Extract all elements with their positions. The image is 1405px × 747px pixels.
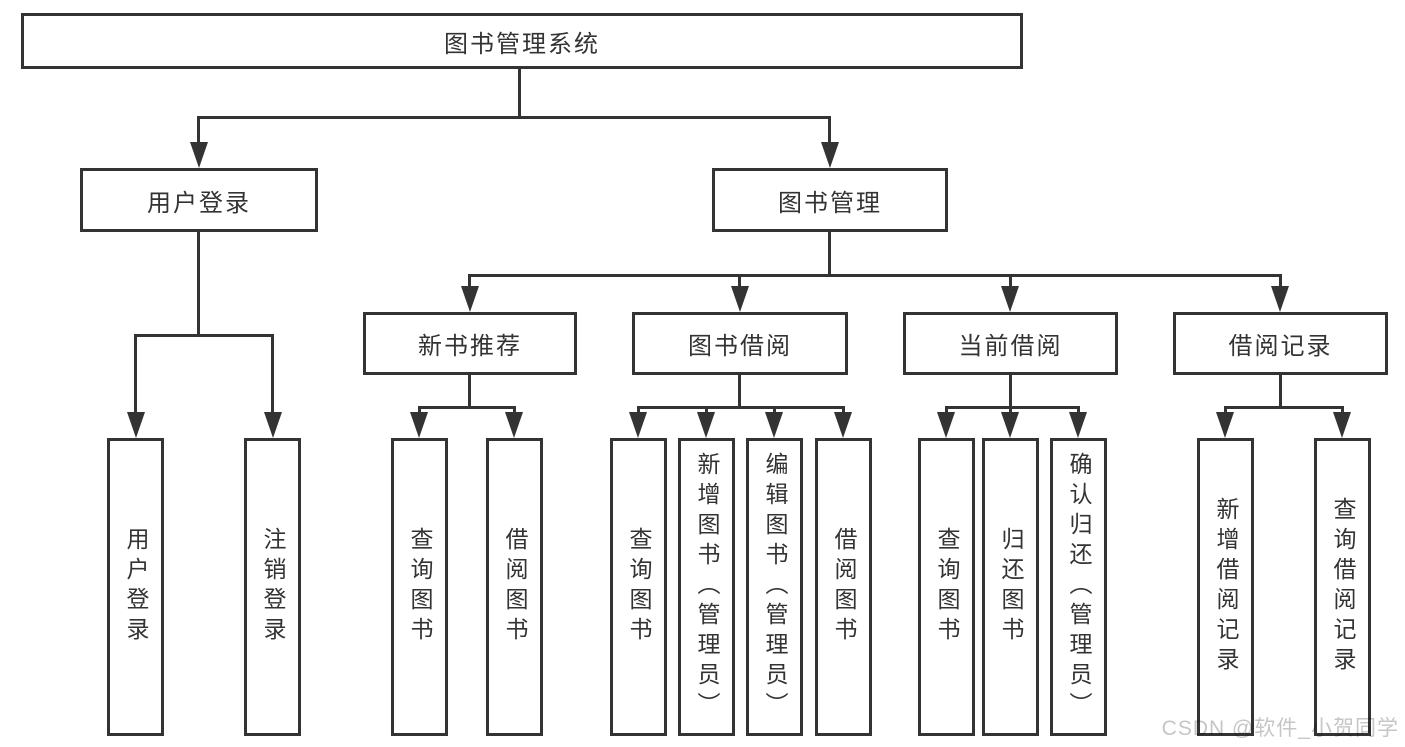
branch-label: 用户登录 — [147, 189, 251, 217]
arrowhead — [1001, 412, 1019, 438]
section-box-borrow-record: 借阅记录 — [1173, 312, 1388, 375]
arrowhead — [461, 286, 479, 312]
leaf-box-confirm-return-admin: 确认归还（管理员） — [1050, 438, 1107, 736]
section-box-current-borrow: 当前借阅 — [903, 312, 1118, 375]
arrowhead — [629, 412, 647, 438]
connector-line — [1279, 274, 1282, 290]
leaf-label: 编辑图书（管理员） — [762, 452, 788, 722]
connector-line — [197, 116, 200, 146]
leaf-box-borrow-books-recommend: 借阅图书 — [486, 438, 543, 736]
connector-line — [1341, 406, 1344, 415]
leaf-label: 用户登录 — [123, 527, 149, 647]
leaf-box-return-book: 归还图书 — [982, 438, 1039, 736]
leaf-box-add-borrow-record: 新增借阅记录 — [1197, 438, 1254, 736]
section-label: 图书借阅 — [688, 333, 792, 360]
arrowhead — [765, 412, 783, 438]
leaf-box-query-borrow-record: 查询借阅记录 — [1314, 438, 1371, 736]
arrowhead — [1216, 412, 1234, 438]
connector-line — [197, 231, 200, 337]
leaf-label: 查询图书 — [407, 527, 433, 647]
connector-line — [637, 406, 640, 415]
watermark: CSDN @软件_小贺同学 — [1161, 717, 1399, 740]
connector-line — [1009, 406, 1012, 415]
leaf-label: 确认归还（管理员） — [1066, 452, 1092, 722]
leaf-label: 查询图书 — [934, 527, 960, 647]
arrowhead — [937, 412, 955, 438]
arrowhead — [264, 412, 282, 438]
arrowhead — [410, 412, 428, 438]
connector-line — [945, 406, 1080, 409]
connector-line — [518, 68, 521, 119]
connector-line — [705, 406, 708, 415]
section-label: 当前借阅 — [958, 333, 1063, 360]
leaf-box-query-books-borrow: 查询图书 — [610, 438, 667, 736]
root-node-box: 图书管理系统 — [21, 13, 1023, 69]
connector-line — [1279, 374, 1282, 407]
leaf-box-logout: 注销登录 — [244, 438, 301, 736]
leaf-box-borrow-books: 借阅图书 — [815, 438, 872, 736]
arrowhead — [731, 286, 749, 312]
leaf-label: 注销登录 — [260, 527, 286, 647]
leaf-label: 借阅图书 — [502, 527, 528, 647]
leaf-label: 新增图书（管理员） — [694, 452, 720, 722]
leaf-label: 归还图书 — [998, 527, 1024, 647]
leaf-box-user-login: 用户登录 — [107, 438, 164, 736]
leaf-label: 借阅图书 — [831, 527, 857, 647]
connector-line — [1077, 406, 1080, 415]
connector-line — [738, 274, 741, 290]
section-box-book-borrow: 图书借阅 — [632, 312, 848, 375]
connector-line — [1224, 406, 1344, 409]
section-box-new-book-recommend: 新书推荐 — [363, 312, 577, 375]
root-node-label: 图书管理系统 — [444, 30, 600, 58]
connector-line — [1009, 374, 1012, 408]
leaf-label: 新增借阅记录 — [1213, 497, 1239, 677]
connector-line — [513, 406, 516, 415]
connector-line — [828, 116, 831, 146]
connector-line — [1224, 406, 1227, 415]
leaf-label: 查询借阅记录 — [1330, 497, 1356, 677]
connector-line — [945, 406, 948, 415]
connector-line — [197, 116, 831, 119]
connector-line — [134, 334, 137, 414]
connector-line — [468, 274, 1282, 277]
leaf-box-query-books-current: 查询图书 — [918, 438, 975, 736]
connector-line — [134, 334, 274, 337]
connector-line — [418, 406, 516, 409]
leaf-box-add-book-admin: 新增图书（管理员） — [678, 438, 735, 736]
connector-line — [1009, 274, 1012, 290]
connector-line — [468, 274, 471, 290]
connector-line — [637, 406, 845, 409]
connector-line — [842, 406, 845, 415]
section-label: 借阅记录 — [1228, 333, 1333, 360]
arrowhead — [1271, 286, 1289, 312]
arrowhead — [821, 142, 839, 168]
arrowhead — [1069, 412, 1087, 438]
connector-line — [773, 406, 776, 415]
branch-box-book-management: 图书管理 — [712, 168, 948, 232]
arrowhead — [127, 412, 145, 438]
arrowhead — [1333, 412, 1351, 438]
arrowhead — [697, 412, 715, 438]
leaf-box-query-books-recommend: 查询图书 — [391, 438, 448, 736]
arrowhead — [834, 412, 852, 438]
section-label: 新书推荐 — [418, 333, 522, 360]
branch-box-user-login: 用户登录 — [80, 168, 318, 232]
branch-label: 图书管理 — [778, 189, 882, 217]
connector-line — [738, 374, 741, 408]
arrowhead — [505, 412, 523, 438]
connector-line — [271, 334, 274, 414]
arrowhead — [1001, 286, 1019, 312]
leaf-box-edit-book-admin: 编辑图书（管理员） — [746, 438, 803, 736]
connector-line — [828, 231, 831, 277]
connector-line — [418, 406, 421, 415]
arrowhead — [190, 142, 208, 168]
connector-line — [468, 374, 471, 408]
leaf-label: 查询图书 — [626, 527, 652, 647]
